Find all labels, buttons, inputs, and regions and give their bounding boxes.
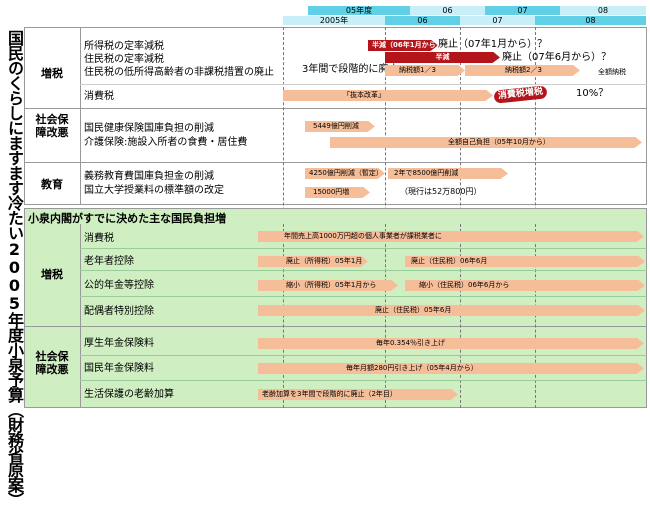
note-abolish-income: 廃止（07年1月から）？: [438, 39, 548, 50]
tax-item-elderly-exemption: 住民税の低所得高齢者の非課税措置の廃止: [84, 67, 274, 78]
arrow-welfare: 老齢加算を3年間で段階的に廃止（2年目）: [258, 389, 458, 400]
tax-item-consumption: 消費税: [84, 91, 114, 102]
arrow-edu-cut-provisional: 4250億円削減（暫定）: [305, 168, 385, 179]
label-full-tax: 全額納税: [598, 68, 626, 76]
arrow-elderly-income-label: 廃止（所得税）05年1月: [286, 257, 363, 265]
arrow-nhi-cut-label: 5449億円削減: [313, 122, 359, 130]
grid-line: [385, 224, 386, 408]
ss-item-nhi: 国民健康保険国庫負担の削減: [84, 123, 214, 134]
fiscal-year-06: 06: [410, 6, 485, 15]
note-ten-percent: 10%？: [576, 88, 609, 99]
arrow-pension-resident-label: 縮小（住民税）06年6月から: [419, 281, 510, 289]
arrow-elderly-resident: 廃止（住民税）06年6月: [405, 256, 645, 267]
fiscal-year-07: 07: [485, 6, 560, 15]
category-tax-up-2: 増税: [41, 268, 63, 281]
divider: [80, 84, 647, 85]
ss2-item-welfare-elderly: 生活保護の老齢加算: [84, 389, 174, 400]
grid-line: [80, 27, 81, 205]
note-tuition-current: （現行は52万800円）: [400, 187, 482, 196]
tax-item-resident-tax-cut: 住民税の定率減税: [84, 54, 164, 65]
calendar-year-07: 07: [460, 16, 535, 25]
tax2-item-pension-deduction: 公的年金等控除: [84, 280, 154, 291]
tax2-item-elderly-deduction: 老年者控除: [84, 256, 134, 267]
page-title: 国民のくらしにますます冷たい2005年度小泉予算（財務省原案）: [5, 30, 24, 507]
category-social-security-2-label: 社会保障改悪: [35, 350, 69, 376]
grid-line: [283, 224, 284, 408]
arrow-employee-pension: 毎年0.354％引き上げ: [258, 338, 644, 349]
year-header: 05年度 06 07 08 2005年 06 07 08: [258, 6, 646, 26]
arrow-nhi-cut: 5449億円削減: [305, 121, 375, 132]
category-education: 教育: [41, 178, 63, 191]
divider: [24, 162, 647, 163]
tax2-item-spouse-deduction: 配偶者特別控除: [84, 306, 154, 317]
arrow-national-pension-label: 毎年月額280円引き上げ（05年4月から）: [346, 364, 478, 372]
category-social-security-2: 社会保障改悪: [28, 350, 76, 376]
section2-heading: 小泉内閣がすでに決めた主な国民負担増: [28, 212, 227, 225]
calendar-year-2005: 2005年: [283, 16, 385, 25]
arrow-radical-reform: 「抜本改革」: [283, 90, 493, 101]
divider: [24, 108, 647, 109]
grid-line: [460, 224, 461, 408]
fiscal-year-2005: 05年度: [308, 6, 410, 15]
arrow-income-half-cut: 半減（06年1月から）: [368, 40, 438, 51]
row-line: [80, 296, 647, 297]
arrow-tax-1-3-label: 納税額1／3: [399, 66, 436, 74]
grid-line: [80, 224, 81, 408]
arrow-welfare-label: 老齢加算を3年間で段階的に廃止（2年目）: [262, 390, 397, 398]
row-line: [80, 248, 647, 249]
arrow-edu-cut-provisional-label: 4250億円削減（暫定）: [309, 169, 383, 177]
calendar-year-06: 06: [385, 16, 460, 25]
arrow-income-half-cut-label: 半減（06年1月から）: [372, 41, 443, 49]
row-line: [80, 355, 647, 356]
arrow-consumption-2-label: 年間売上高1000万円超の個人事業者が課税業者に: [284, 232, 442, 240]
note-abolish-resident: 廃止（07年6月から）？: [502, 52, 612, 63]
arrow-spouse: [258, 305, 353, 316]
arrow-resident-half-cut: 半減: [385, 52, 500, 63]
arrow-tax-1-3: 納税額1／3: [385, 65, 465, 76]
arrow-tax-2-3-label: 納税額2／3: [505, 66, 542, 74]
arrow-resident-half-cut-label: 半減: [435, 53, 450, 61]
arrow-elderly-resident-label: 廃止（住民税）06年6月: [411, 257, 488, 265]
divider: [24, 326, 647, 327]
fiscal-year-08: 08: [560, 6, 646, 15]
arrow-employee-pension-label: 毎年0.354％引き上げ: [376, 339, 446, 347]
calendar-year-08: 08: [535, 16, 646, 25]
arrow-tax-2-3: 納税額2／3: [465, 65, 580, 76]
arrow-tuition: 15000円増: [305, 187, 370, 198]
arrow-pension-income-label: 縮小（所得税）05年1月から: [286, 281, 377, 289]
category-social-security-label: 社会保障改悪: [35, 113, 69, 139]
ss-item-ltc: 介護保険:施設入所者の食費・居住費: [84, 137, 248, 148]
label-phase-out: 3年間で段階的に廃止: [302, 64, 399, 75]
row-line: [80, 380, 647, 381]
edu-item-compulsory: 義務教育費国庫負担金の削減: [84, 171, 214, 182]
category-tax-up: 増税: [41, 67, 63, 80]
grid-line: [535, 224, 536, 408]
arrow-pension-resident: 縮小（住民税）06年6月から: [405, 280, 645, 291]
tax-item-income-tax-cut: 所得税の定率減税: [84, 41, 164, 52]
arrow-edu-cut-two-year: 2年で8500億円削減: [388, 168, 508, 179]
arrow-edu-cut-two-year-label: 2年で8500億円削減: [394, 169, 459, 177]
arrow-tuition-label: 15000円増: [313, 188, 350, 196]
ss2-item-employee-pension: 厚生年金保険料: [84, 338, 154, 349]
tax2-item-consumption: 消費税: [84, 233, 114, 244]
arrow-national-pension: 毎年月額280円引き上げ（05年4月から）: [258, 363, 644, 374]
arrow-spouse-2: 廃止（住民税）05年6月: [345, 305, 645, 316]
arrow-pension-income: 縮小（所得税）05年1月から: [258, 280, 398, 291]
ss2-item-national-pension: 国民年金保険料: [84, 363, 154, 374]
arrow-elderly-income: 廃止（所得税）05年1月: [258, 256, 368, 267]
arrow-radical-reform-label: 「抜本改革」: [343, 91, 385, 99]
category-social-security: 社会保障改悪: [28, 113, 76, 139]
arrow-consumption-2: 年間売上高1000万円超の個人事業者が課税業者に: [258, 231, 644, 242]
arrow-ltc-full-label: 全額自己負担（05年10月から）: [448, 138, 550, 146]
arrow-spouse-label: 廃止（住民税）05年6月: [375, 306, 452, 314]
edu-item-tuition: 国立大学授業料の標準額の改定: [84, 185, 224, 196]
row-line: [80, 270, 647, 271]
arrow-ltc-full: 全額自己負担（05年10月から）: [330, 137, 642, 148]
